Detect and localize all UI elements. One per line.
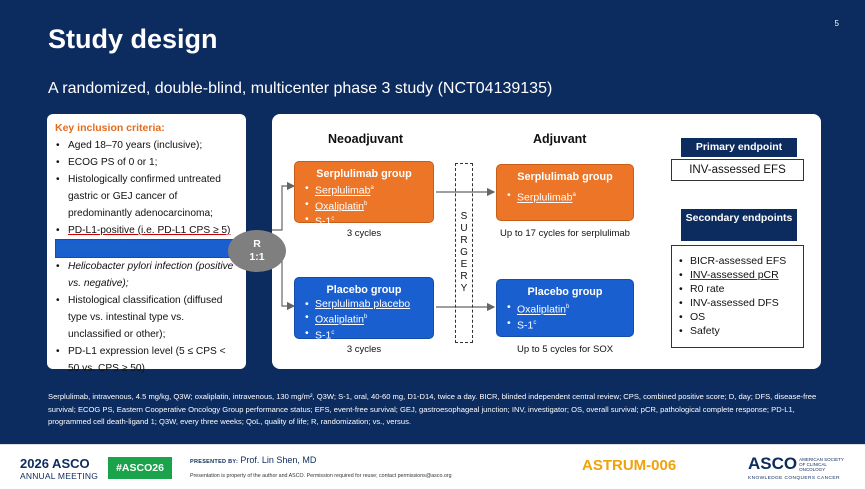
- group-title: Placebo group: [326, 284, 402, 296]
- secondary-endpoint-item: R0 rate: [676, 282, 799, 296]
- neo-serp-caption: 3 cycles: [346, 228, 382, 239]
- inclusion-item: PD-L1-positive (i.e. PD-L1 CPS ≥ 5): [55, 222, 238, 239]
- stratification-item-text: Helicobacter pylori infection (positive …: [68, 261, 234, 289]
- presenter: PRESENTED BY: Prof. Lin Shen, MD: [190, 455, 317, 465]
- primary-endpoint-title: Primary endpoint: [681, 138, 797, 157]
- adj-placebo-caption: Up to 5 cycles for SOX: [516, 344, 614, 355]
- surgery-column: S U R G E R Y: [455, 163, 473, 343]
- secondary-endpoints-box: BICR-assessed EFS INV-assessed pCR R0 ra…: [671, 245, 804, 348]
- stratification-list: Helicobacter pylori infection (positive …: [55, 258, 238, 377]
- surgery-letter: Y: [460, 283, 468, 294]
- drug-item: Oxaliplatinb: [303, 198, 425, 214]
- footnote: Serplulimab, intravenous, 4.5 mg/kg, Q3W…: [48, 392, 817, 426]
- stratification-item: PD-L1 expression level (5 ≤ CPS < 50 vs.…: [55, 343, 238, 377]
- permission-note: Presentation is property of the author a…: [190, 473, 452, 479]
- adjuvant-serplulimab-group: Serplulimab group Serplulimaba: [496, 164, 634, 221]
- drug-item: S-1c: [303, 327, 425, 343]
- surgery-letter: U: [460, 223, 468, 234]
- adj-serp-caption: Up to 17 cycles for serplulimab: [500, 228, 630, 239]
- slide-subtitle: A randomized, double-blind, multicenter …: [48, 80, 553, 97]
- secondary-endpoint-item: INV-assessed DFS: [676, 296, 799, 310]
- study-design-diagram: Neoadjuvant Adjuvant Serplulimab group S…: [272, 114, 821, 369]
- surgery-letter: R: [460, 271, 468, 282]
- group-title: Placebo group: [527, 286, 603, 298]
- stratification-item: Histological classification (diffused ty…: [55, 292, 238, 343]
- drug-item: S-1c: [303, 213, 425, 229]
- arrow-to-serp: [272, 181, 296, 231]
- group-title: Serplulimab group: [316, 168, 412, 180]
- stratification-header: Stratification factors:: [55, 239, 238, 258]
- trial-name: ASTRUM-006: [582, 457, 677, 474]
- randomization-circle: R 1:1: [228, 230, 286, 272]
- surgery-letter: R: [460, 235, 468, 246]
- secondary-endpoints-title: Secondary endpoints: [681, 209, 797, 241]
- drug-item: Serplulimaba: [303, 182, 425, 198]
- surgery-letter: E: [460, 259, 468, 270]
- adjuvant-placebo-group: Placebo group Oxaliplatinb S-1c: [496, 279, 634, 337]
- secondary-endpoint-item: Safety: [676, 324, 799, 338]
- drug-item: S-1c: [505, 317, 625, 333]
- neo-placebo-caption: 3 cycles: [346, 344, 382, 355]
- drug-item: Serplulimaba: [505, 189, 625, 205]
- adjuvant-header: Adjuvant: [533, 132, 587, 146]
- slide-title: Study design: [48, 24, 218, 54]
- secondary-endpoint-item: OS: [676, 310, 799, 324]
- neoadjuvant-placebo-group: Placebo group Serplulimab placebo Oxalip…: [294, 277, 434, 341]
- surgery-letter: G: [460, 247, 468, 258]
- inclusion-item: ECOG PS of 0 or 1;: [55, 154, 238, 171]
- inclusion-list: Aged 18–70 years (inclusive); ECOG PS of…: [55, 137, 238, 239]
- footer-bar: 2026 ASCO ANNUAL MEETING #ASCO26 PRESENT…: [0, 444, 865, 489]
- surgery-letter: S: [460, 211, 468, 222]
- inclusion-header: Key inclusion criteria:: [55, 122, 165, 134]
- inclusion-item: Aged 18–70 years (inclusive);: [55, 137, 238, 154]
- drug-item: Oxaliplatinb: [303, 311, 425, 327]
- meeting-logo: 2026 ASCO ANNUAL MEETING: [20, 456, 99, 481]
- neoadjuvant-serplulimab-group: Serplulimab group Serplulimaba Oxaliplat…: [294, 161, 434, 228]
- primary-endpoint-box: INV-assessed EFS: [671, 159, 804, 181]
- group-title: Serplulimab group: [517, 171, 613, 183]
- stratification-item: Helicobacter pylori infection (positive …: [55, 258, 238, 292]
- page-number: 5: [834, 19, 839, 28]
- secondary-endpoint-item: INV-assessed pCR: [676, 268, 799, 282]
- neoadjuvant-header: Neoadjuvant: [328, 132, 404, 146]
- secondary-endpoint-item: BICR-assessed EFS: [676, 254, 799, 268]
- drug-item: Oxaliplatinb: [505, 301, 625, 317]
- hashtag-badge: #ASCO26: [108, 457, 172, 479]
- drug-item: Serplulimab placebo: [303, 298, 425, 311]
- inclusion-item: Histologically confirmed untreated gastr…: [55, 171, 238, 222]
- inclusion-criteria-box: Key inclusion criteria: Aged 18–70 years…: [47, 114, 246, 374]
- inclusion-item-text: PD-L1-positive (i.e. PD-L1 CPS ≥ 5): [68, 225, 231, 236]
